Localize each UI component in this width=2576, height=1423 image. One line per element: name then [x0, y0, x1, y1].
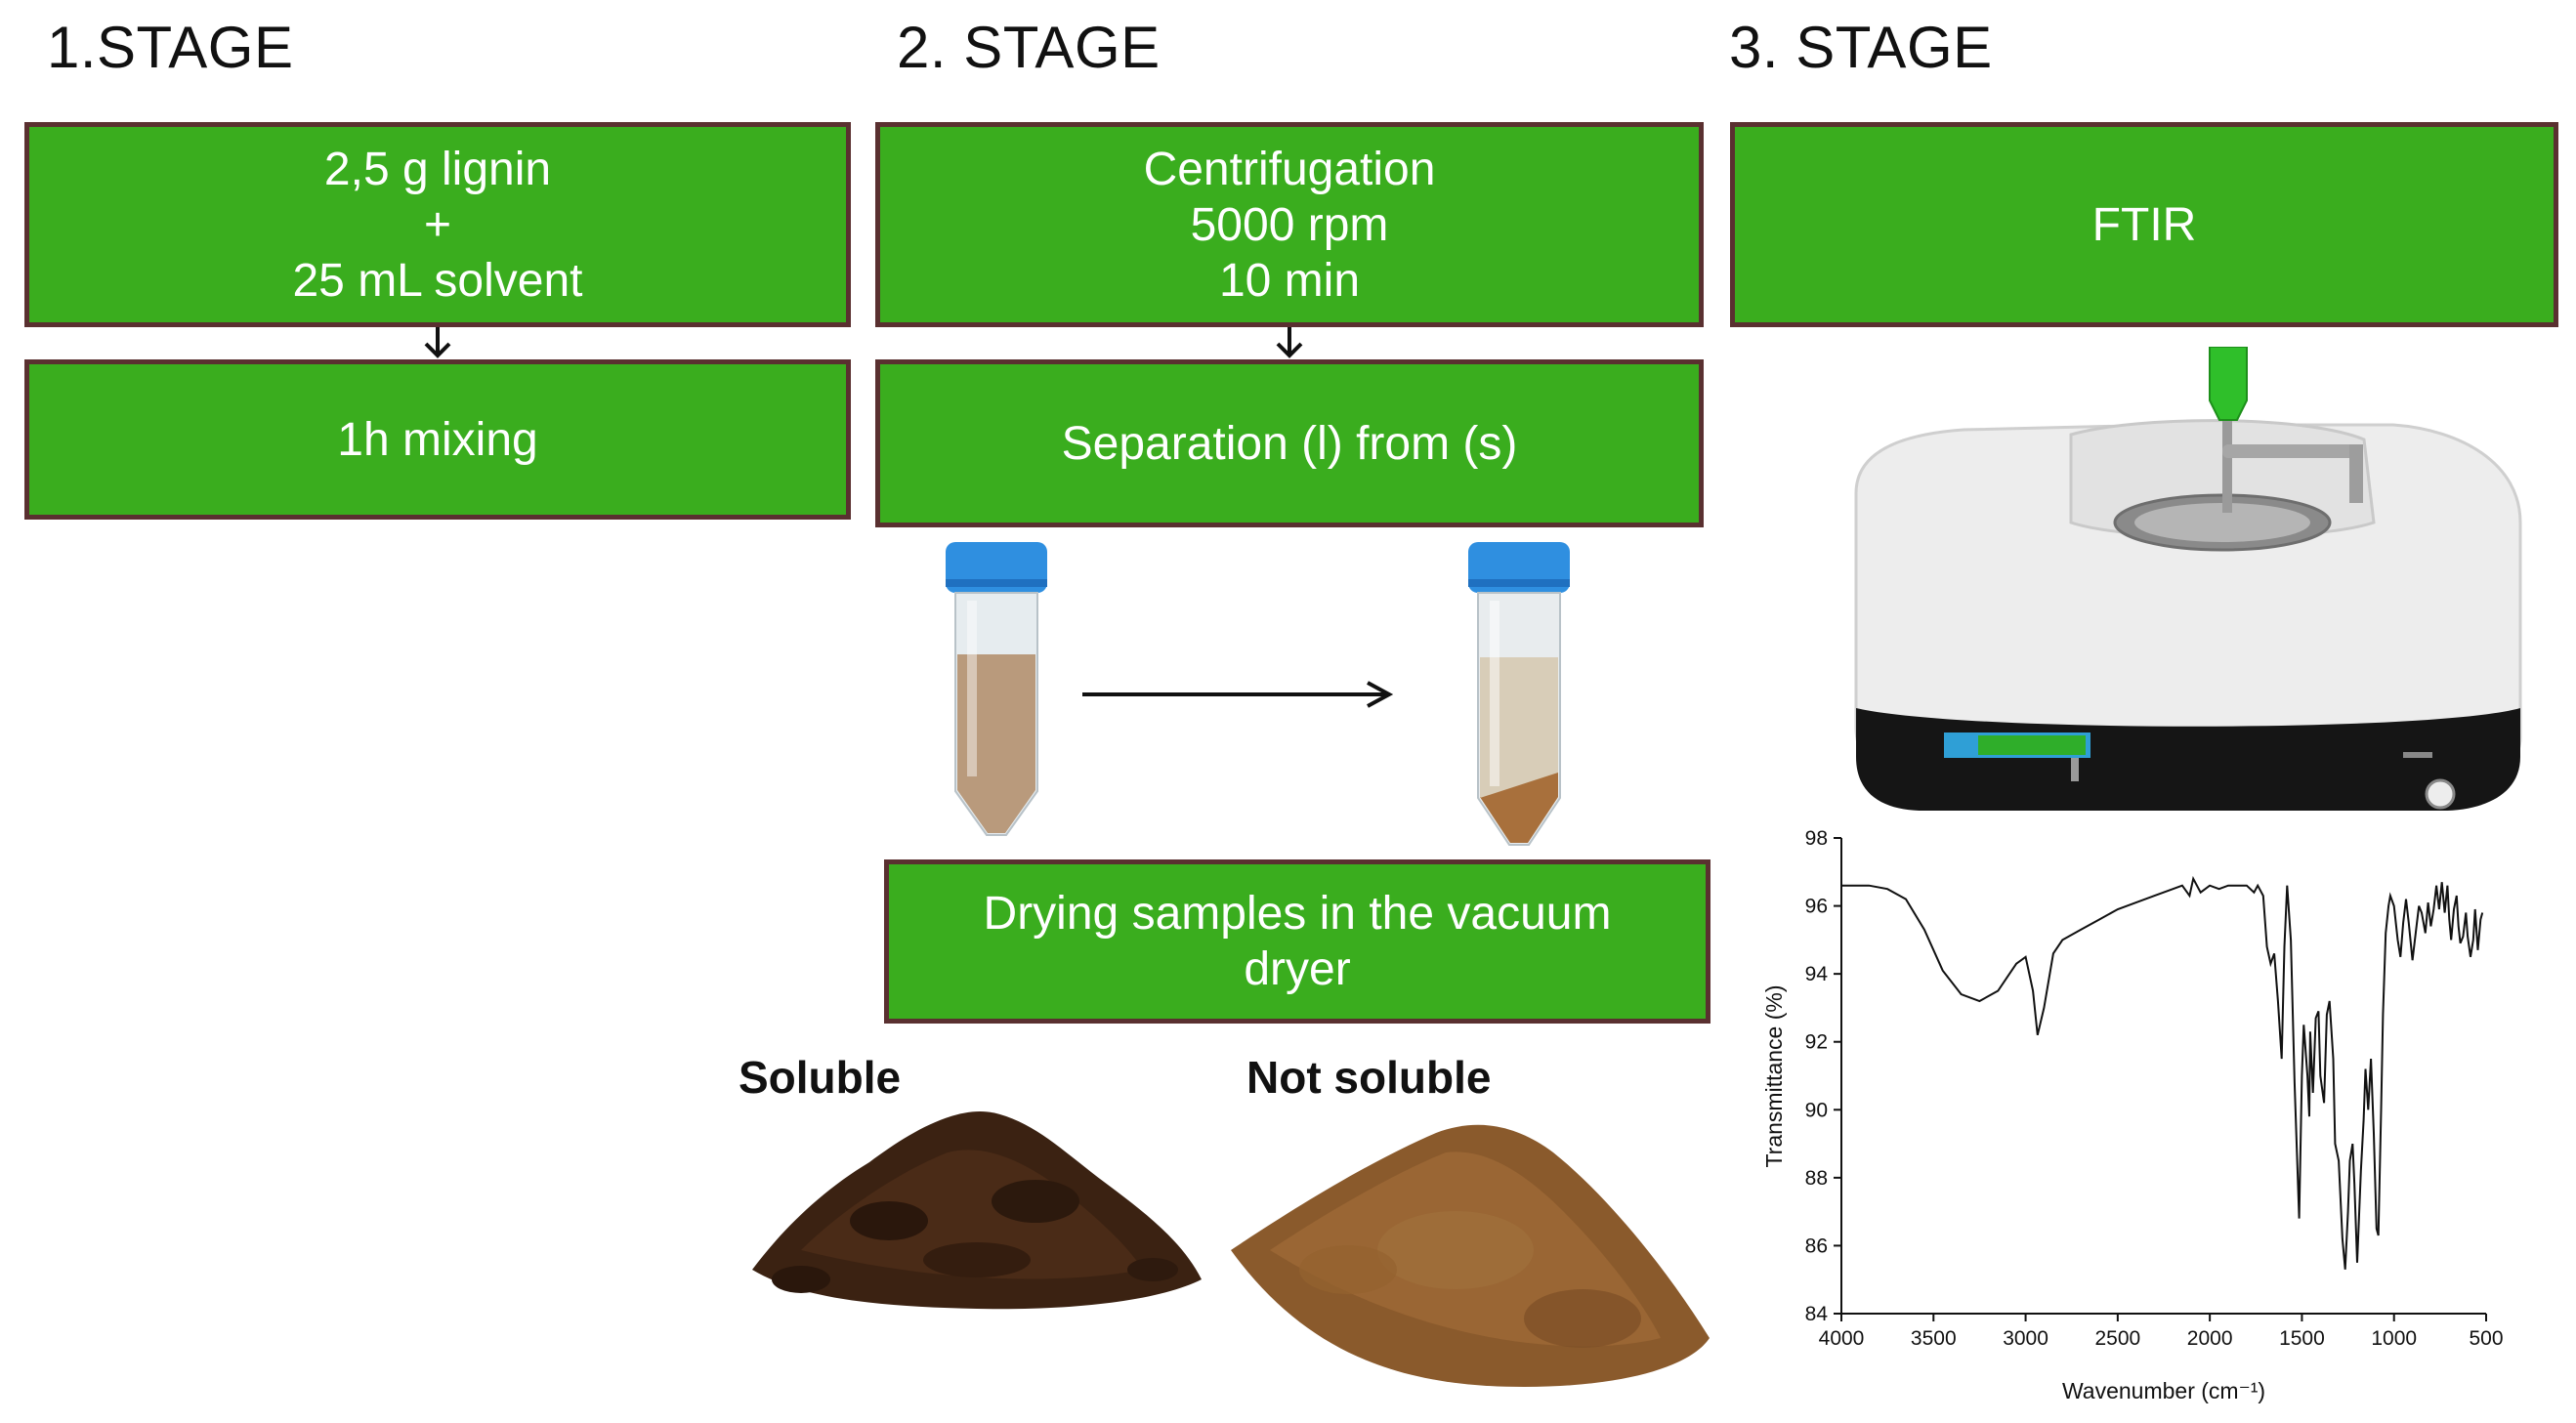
- centrifugation-box: Centrifugation 5000 rpm 10 min: [875, 122, 1704, 327]
- y-tick-label: 88: [1805, 1167, 1828, 1190]
- y-tick-label: 92: [1805, 1031, 1828, 1054]
- tube-after-centrifugation: [1468, 542, 1570, 846]
- stage-2-title: 2. STAGE: [897, 15, 1161, 80]
- centrifugation-line-3: 10 min: [1218, 254, 1361, 307]
- y-tick-label: 86: [1805, 1235, 1828, 1257]
- soluble-caption: Soluble: [739, 1052, 902, 1103]
- ftir-spectrometer-image: [1854, 347, 2522, 811]
- drying-line-1: Drying samples in the vacuum: [983, 888, 1612, 940]
- mix-input-line-3: 25 mL solvent: [292, 254, 583, 307]
- centrifugation-line-1: Centrifugation: [1143, 143, 1436, 195]
- mixing-box: 1h mixing: [24, 359, 851, 520]
- mix-input-line-1: 2,5 g lignin: [323, 143, 552, 195]
- not-soluble-caption: Not soluble: [1246, 1052, 1492, 1103]
- drying-box: Drying samples in the vacuum dryer: [884, 859, 1710, 1024]
- y-axis-label: Transmittance (%): [1761, 984, 1787, 1167]
- drying-line-2: dryer: [1244, 943, 1351, 995]
- y-tick-label: 84: [1805, 1303, 1829, 1325]
- arrow-stage1: [424, 327, 451, 358]
- ftir-series-line: [1841, 875, 2484, 1270]
- arrow-tubes: [1082, 681, 1394, 708]
- arrow-stage2: [1276, 327, 1303, 358]
- x-tick-label: 3000: [2003, 1327, 2048, 1350]
- ftir-box: FTIR: [1730, 122, 2558, 327]
- x-tick-label: 4000: [1819, 1327, 1865, 1350]
- x-tick-label: 500: [2469, 1327, 2503, 1350]
- separation-box: Separation (l) from (s): [875, 359, 1704, 527]
- tube-before-centrifugation: [946, 542, 1047, 836]
- y-tick-label: 90: [1805, 1099, 1828, 1121]
- y-tick-label: 98: [1805, 827, 1828, 850]
- x-tick-label: 2000: [2187, 1327, 2233, 1350]
- x-axis-label: Wavenumber (cm⁻¹): [2062, 1378, 2265, 1403]
- x-tick-label: 1000: [2371, 1327, 2417, 1350]
- y-tick-label: 96: [1805, 896, 1828, 918]
- mix-input-line-2: +: [423, 198, 452, 251]
- x-tick-label: 2500: [2094, 1327, 2140, 1350]
- mixing-label: 1h mixing: [337, 413, 538, 466]
- centrifugation-line-2: 5000 rpm: [1190, 198, 1389, 251]
- ftir-spectrum-chart: 4000 3500 3000 2500 2000 1500 1000 500 84 86 88 90 9…: [1761, 827, 2504, 1403]
- soluble-powder-image: [752, 1111, 1202, 1310]
- y-tick-label: 94: [1805, 963, 1829, 985]
- ftir-label: FTIR: [2091, 198, 2197, 251]
- chart-axes: 4000 3500 3000 2500 2000 1500 1000 500 84 86 88 90 9…: [1805, 827, 2504, 1350]
- stage-3-title: 3. STAGE: [1729, 15, 1993, 80]
- stage-1-title: 1.STAGE: [47, 15, 294, 80]
- mix-input-box: 2,5 g lignin + 25 mL solvent: [24, 122, 851, 327]
- insoluble-powder-image: [1231, 1124, 1710, 1387]
- x-tick-label: 1500: [2279, 1327, 2325, 1350]
- separation-label: Separation (l) from (s): [1061, 417, 1518, 470]
- x-tick-label: 3500: [1911, 1327, 1957, 1350]
